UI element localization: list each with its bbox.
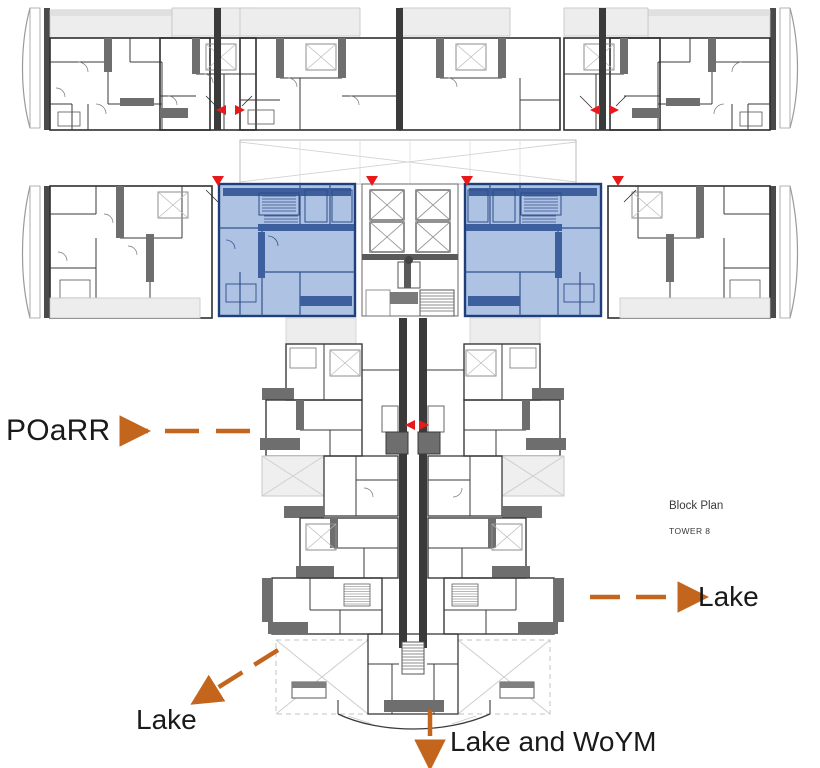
annotation-label-lake-right: Lake [698, 581, 759, 612]
central-core [361, 183, 459, 317]
caption-title: Block Plan [669, 500, 724, 512]
highlighted-unit-left [217, 182, 357, 318]
link-void-band [239, 139, 577, 185]
caption-subtitle: TOWER 8 [669, 526, 711, 536]
annotation-label-lake-bottom: Lake [136, 704, 197, 735]
lower-tier-d [296, 517, 530, 579]
lower-tier-b [260, 399, 566, 457]
lower-wing [260, 317, 566, 730]
arrow-lake-bottom [190, 648, 280, 705]
highlighted-unit-right [463, 182, 603, 318]
upper-wings [21, 7, 799, 131]
wing-upper-center [239, 7, 561, 131]
unit-mid-far-right [607, 185, 799, 319]
lower-tier-f [275, 633, 551, 730]
annotation-label-lake-woym: Lake and WoYM [450, 726, 657, 757]
lower-tier-c [261, 455, 565, 518]
unit-mid-far-left [21, 185, 213, 319]
lower-tier-e [262, 577, 564, 635]
middle-band [21, 176, 799, 319]
annotation-label-poarr: POaRR [6, 414, 111, 447]
wing-upper-right [563, 7, 799, 131]
lower-tier-a [262, 343, 564, 401]
annotation-arrows [119, 415, 709, 768]
